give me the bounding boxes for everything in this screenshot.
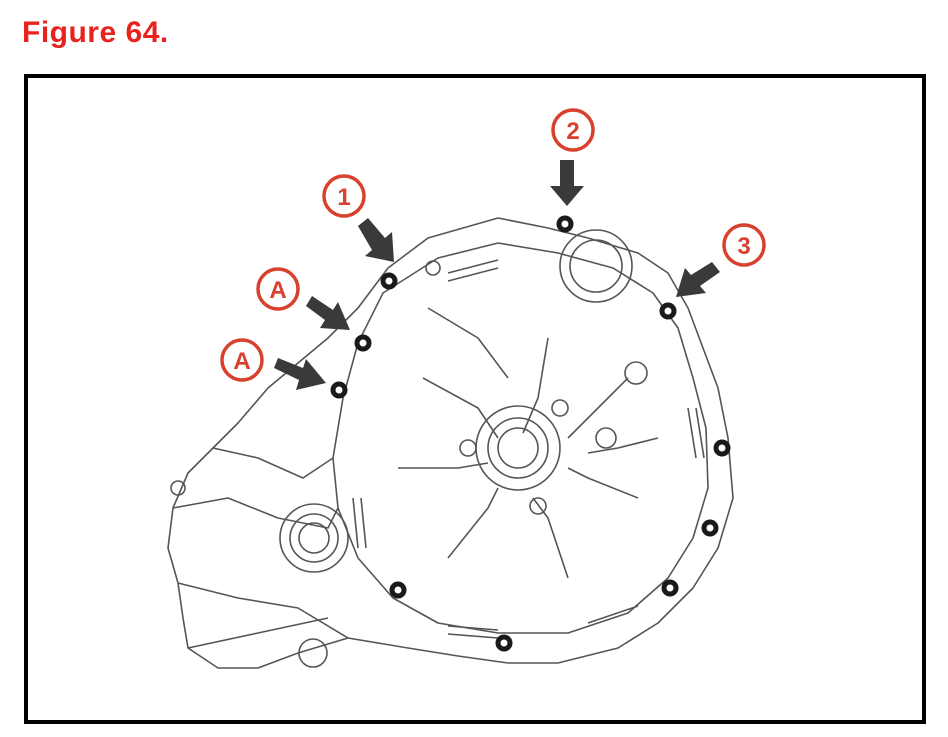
- callout-3: 3: [722, 223, 766, 267]
- bearing-bores: [170, 229, 648, 668]
- arrow-pointer-icon: [306, 296, 350, 330]
- bolt-hole-icon: [661, 579, 679, 597]
- transmission-case-outline: [167, 217, 734, 669]
- arrow-pointer-icon: [358, 218, 394, 262]
- callout-2-label: 2: [566, 118, 579, 145]
- callout-a-upper: A: [256, 267, 300, 311]
- callout-a-lower: A: [220, 338, 264, 382]
- pointer-arrows: [274, 160, 720, 390]
- figure-title: Figure 64.: [22, 16, 169, 49]
- diagram-frame: 1 2 3 A A: [24, 74, 926, 724]
- transmission-case-diagram: 1 2 3 A A: [167, 108, 766, 669]
- bolt-hole-icon: [389, 581, 407, 599]
- bolt-holes: [330, 215, 731, 652]
- callout-1: 1: [322, 174, 366, 218]
- callout-a-upper-label: A: [269, 277, 286, 304]
- callout-3-label: 3: [737, 233, 750, 260]
- arrow-pointer-icon: [274, 358, 326, 390]
- callout-a-lower-label: A: [233, 348, 250, 375]
- callout-2: 2: [551, 108, 595, 152]
- arrow-pointer-icon: [550, 160, 584, 206]
- bolt-hole-icon: [659, 302, 677, 320]
- bolt-hole-icon: [556, 215, 574, 233]
- bolt-hole-icon: [330, 381, 348, 399]
- callout-1-label: 1: [337, 184, 350, 211]
- bolt-hole-icon: [701, 519, 719, 537]
- arrow-pointer-icon: [676, 262, 720, 297]
- bolt-hole-icon: [713, 439, 731, 457]
- bolt-hole-icon: [354, 334, 372, 352]
- bolt-hole-icon: [380, 272, 398, 290]
- bolt-hole-icon: [495, 634, 513, 652]
